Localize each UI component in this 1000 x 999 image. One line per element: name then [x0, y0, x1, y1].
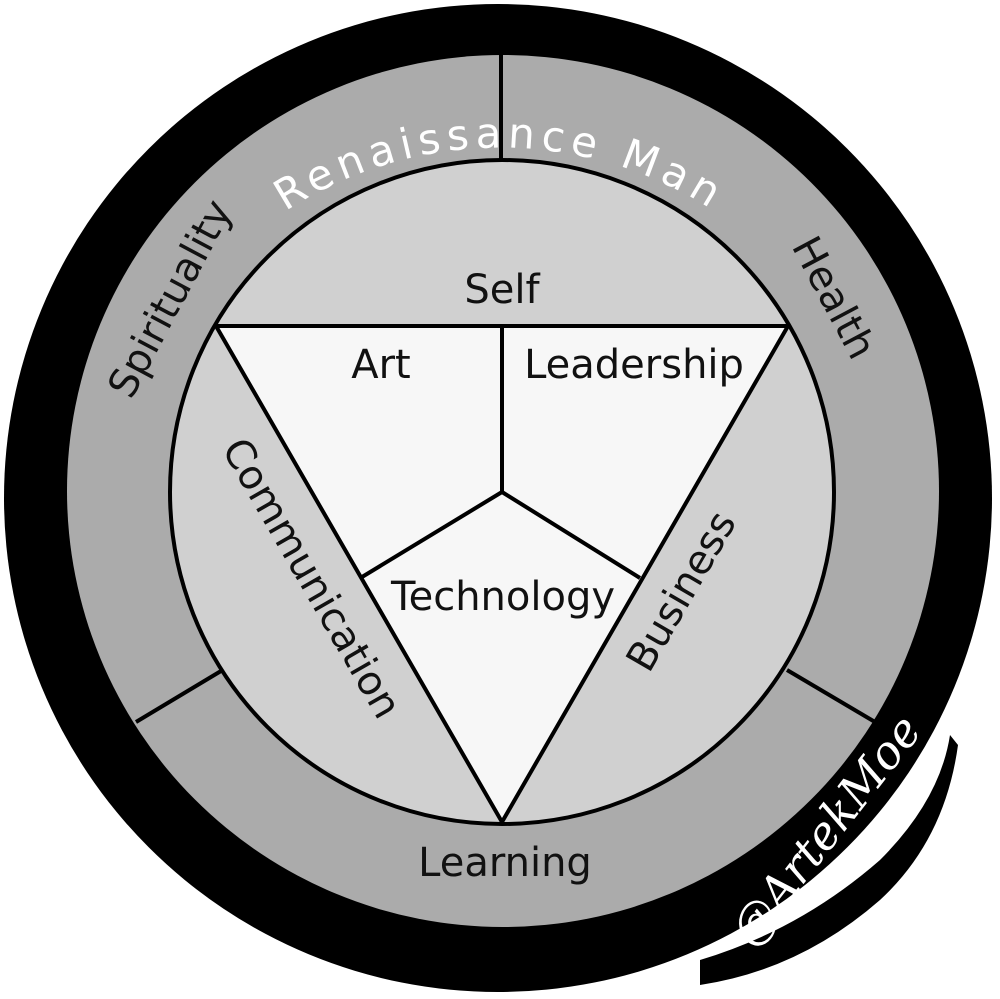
label-technology: Technology	[390, 574, 615, 620]
label-self: Self	[464, 267, 540, 313]
label-art: Art	[351, 342, 411, 388]
outer-ring-dividers	[134, 55, 877, 724]
label-leadership: Leadership	[524, 342, 744, 388]
triangle-dividers	[360, 326, 642, 580]
label-learning: Learning	[418, 840, 592, 886]
